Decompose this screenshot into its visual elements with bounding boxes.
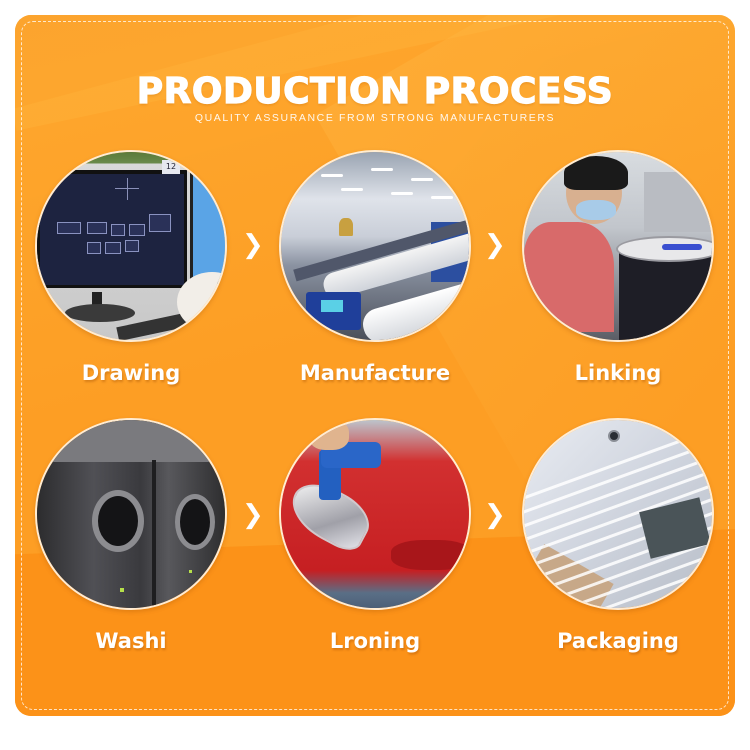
washing-machines-image xyxy=(37,420,225,608)
step-label: Washi xyxy=(95,629,167,653)
step-label: Linking xyxy=(574,361,662,385)
ironing-image xyxy=(281,420,469,608)
packaged-shirt-image xyxy=(524,420,712,608)
step-label: Lroning xyxy=(329,629,421,653)
step-label: Manufacture xyxy=(299,361,451,385)
step-image-ironing xyxy=(279,418,471,610)
chevron-right-icon: ❯ xyxy=(242,230,264,260)
chevron-right-icon: ❯ xyxy=(484,230,506,260)
step-image-drawing: 12 xyxy=(35,150,227,342)
step-image-packaging xyxy=(522,418,714,610)
page-title: PRODUCTION PROCESS xyxy=(136,70,614,112)
textile-loom-image xyxy=(281,152,469,340)
monitor-badge: 12 xyxy=(162,160,180,174)
chevron-right-icon: ❯ xyxy=(242,500,264,530)
step-label: Packaging xyxy=(557,629,679,653)
step-image-washing xyxy=(35,418,227,610)
step-label: Drawing xyxy=(81,361,181,385)
step-image-manufacture xyxy=(279,150,471,342)
production-process-card: PRODUCTION PROCESS QUALITY ASSURANCE FRO… xyxy=(15,15,735,716)
linking-worker-image xyxy=(524,152,712,340)
computer-monitor-image: 12 xyxy=(37,152,225,340)
step-image-linking xyxy=(522,150,714,342)
chevron-right-icon: ❯ xyxy=(484,500,506,530)
page-subtitle: QUALITY ASSURANCE FROM STRONG MANUFACTUR… xyxy=(194,112,556,124)
